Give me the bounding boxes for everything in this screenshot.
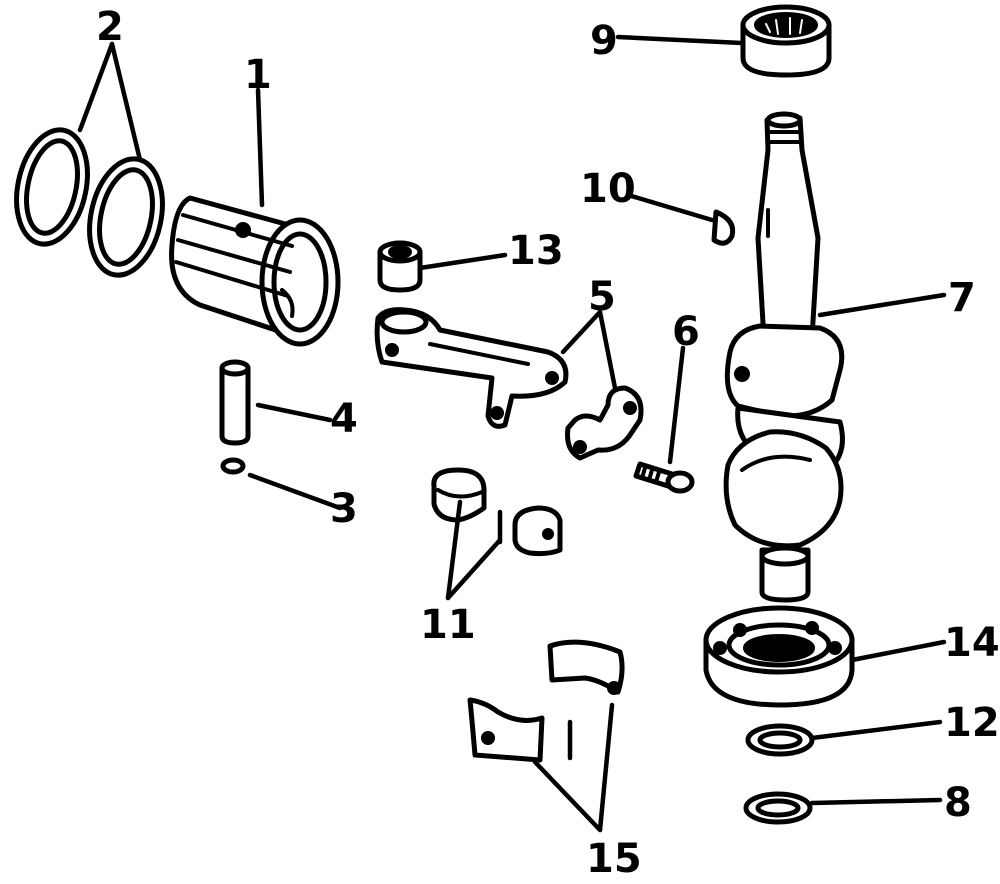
ball-bearing — [703, 605, 855, 708]
piston — [169, 195, 341, 347]
callout-5: 5 — [588, 274, 616, 320]
crankshaft — [723, 111, 845, 603]
piston-rings — [14, 127, 165, 278]
leader-lines — [77, 34, 947, 833]
callout-7: 7 — [948, 275, 976, 321]
callout-labels: 1 2 3 4 5 6 7 8 9 10 11 12 13 14 15 — [96, 4, 1000, 882]
callout-10: 10 — [580, 166, 636, 212]
wrist-pin — [219, 359, 251, 446]
callout-14: 14 — [944, 620, 1000, 666]
callout-1: 1 — [244, 52, 272, 98]
callout-15: 15 — [586, 836, 642, 882]
callout-2: 2 — [96, 4, 124, 50]
callout-12: 12 — [944, 700, 1000, 746]
retaining-ring-lower — [743, 791, 813, 825]
callout-11: 11 — [420, 602, 476, 648]
cap-screw — [633, 461, 695, 494]
top-bearing — [740, 4, 832, 78]
bearing-halves — [431, 467, 563, 557]
callout-13: 13 — [508, 228, 564, 274]
retainer-clip — [220, 457, 246, 475]
needle-bearing-small — [377, 240, 423, 293]
woodruff-key — [711, 209, 736, 246]
retaining-ring-upper — [745, 723, 815, 757]
rod-cap — [565, 385, 644, 461]
callout-8: 8 — [944, 780, 972, 826]
callout-9: 9 — [590, 18, 618, 64]
main-bearing-halves — [467, 639, 625, 763]
callout-4: 4 — [330, 396, 358, 442]
callout-6: 6 — [672, 309, 700, 355]
callout-3: 3 — [330, 486, 358, 532]
connecting-rod — [374, 307, 569, 429]
